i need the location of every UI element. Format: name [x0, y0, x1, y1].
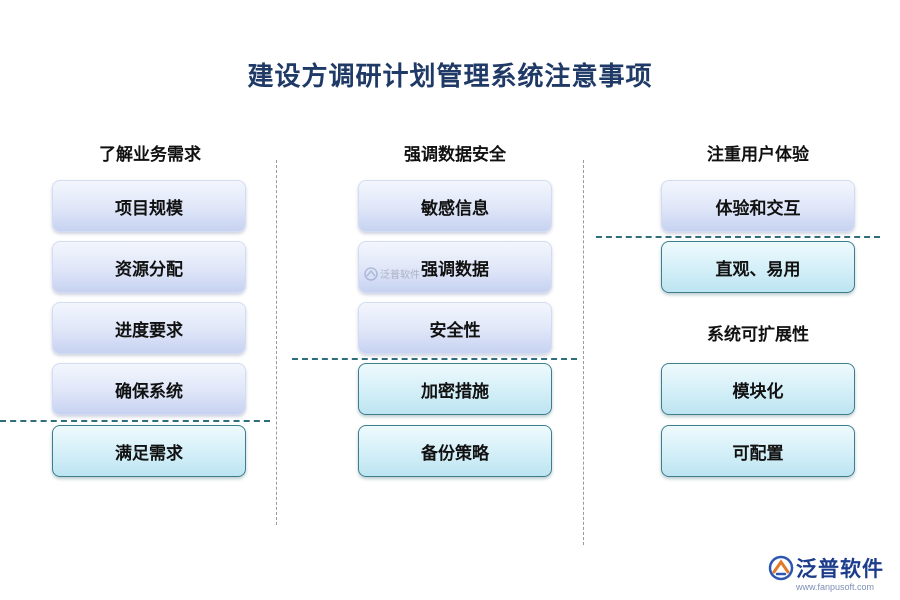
- watermark-text: 泛普软件: [380, 270, 420, 281]
- brand-logo-icon: [364, 266, 378, 281]
- brand-logo: 泛普软件 www.fanpusoft.com: [768, 553, 898, 597]
- item-configurable: 可配置: [661, 425, 855, 477]
- diagram-title: 建设方调研计划管理系统注意事项: [247, 62, 653, 92]
- item-meet-needs: 满足需求: [52, 425, 246, 477]
- item-intuitive-easy: 直观、易用: [661, 241, 855, 293]
- item-emphasize-data: 强调数据: [358, 241, 552, 293]
- item-project-scale: 项目规模: [52, 180, 246, 232]
- brand-url: www.fanpusoft.com: [796, 582, 875, 592]
- column-heading-business: 了解业务需求: [99, 145, 201, 165]
- item-experience-interaction: 体验和交互: [661, 180, 855, 232]
- section-divider-col1: [0, 420, 270, 422]
- item-sensitive-info: 敏感信息: [358, 180, 552, 232]
- brand-name: 泛普软件: [796, 557, 884, 581]
- section-divider-col2: [292, 358, 577, 360]
- item-resource-allocation: 资源分配: [52, 241, 246, 293]
- item-encryption: 加密措施: [358, 363, 552, 415]
- column-heading-ux: 注重用户体验: [707, 145, 809, 165]
- item-ensure-system: 确保系统: [52, 363, 246, 415]
- watermark: 泛普软件: [364, 266, 420, 281]
- column-heading-security: 强调数据安全: [404, 145, 506, 165]
- column-heading-scalability: 系统可扩展性: [707, 325, 809, 345]
- column-divider-left: [276, 160, 277, 525]
- item-backup-strategy: 备份策略: [358, 425, 552, 477]
- item-security: 安全性: [358, 302, 552, 354]
- column-divider-right: [583, 160, 584, 545]
- section-divider-col3: [596, 236, 880, 238]
- item-schedule-requirement: 进度要求: [52, 302, 246, 354]
- item-modular: 模块化: [661, 363, 855, 415]
- fanpu-logo-icon: [768, 555, 794, 581]
